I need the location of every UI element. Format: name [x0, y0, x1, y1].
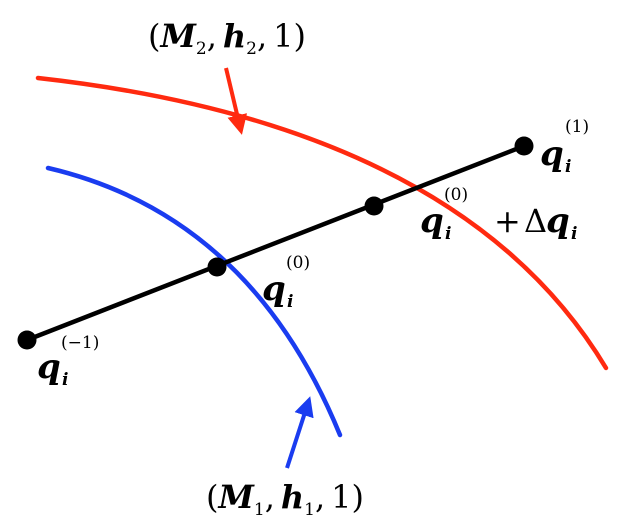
svg-text:i: i	[445, 224, 451, 244]
surface2-curve	[35, 75, 609, 371]
point-q-minus1	[17, 330, 37, 350]
svg-text:+: +	[494, 202, 521, 240]
surface1-label: (M1,h1,1)	[206, 478, 364, 520]
label-q-update: q (0) i + Δ q i	[420, 185, 577, 244]
svg-text:i: i	[62, 370, 68, 390]
svg-text:(−1): (−1)	[61, 333, 99, 353]
point-q-plus1	[514, 136, 534, 156]
svg-text:i: i	[571, 224, 577, 244]
svg-text:i: i	[287, 292, 293, 312]
label-q-zero: q (0) i	[262, 253, 310, 312]
svg-text:q: q	[262, 269, 286, 309]
svg-text:(0): (0)	[286, 253, 310, 273]
surface2-label: (M2,h2,1)	[148, 17, 306, 59]
surface1-curve	[45, 165, 343, 438]
svg-text:Δ: Δ	[524, 202, 547, 240]
search-line	[24, 143, 527, 343]
svg-text:q: q	[420, 201, 444, 241]
point-q-zero	[207, 257, 227, 277]
svg-text:(0): (0)	[444, 185, 468, 205]
point-q-update	[364, 196, 384, 216]
surface1-pointer-arrow	[285, 396, 314, 469]
svg-text:i: i	[565, 157, 571, 177]
svg-text:(1): (1)	[565, 117, 589, 137]
svg-text:q: q	[540, 134, 564, 174]
svg-text:q: q	[37, 347, 61, 387]
svg-text:q: q	[546, 201, 570, 241]
label-q-plus1: q (1) i	[540, 117, 589, 177]
surface2-pointer-arrow	[224, 67, 248, 135]
label-q-minus1: q (−1) i	[37, 333, 99, 390]
